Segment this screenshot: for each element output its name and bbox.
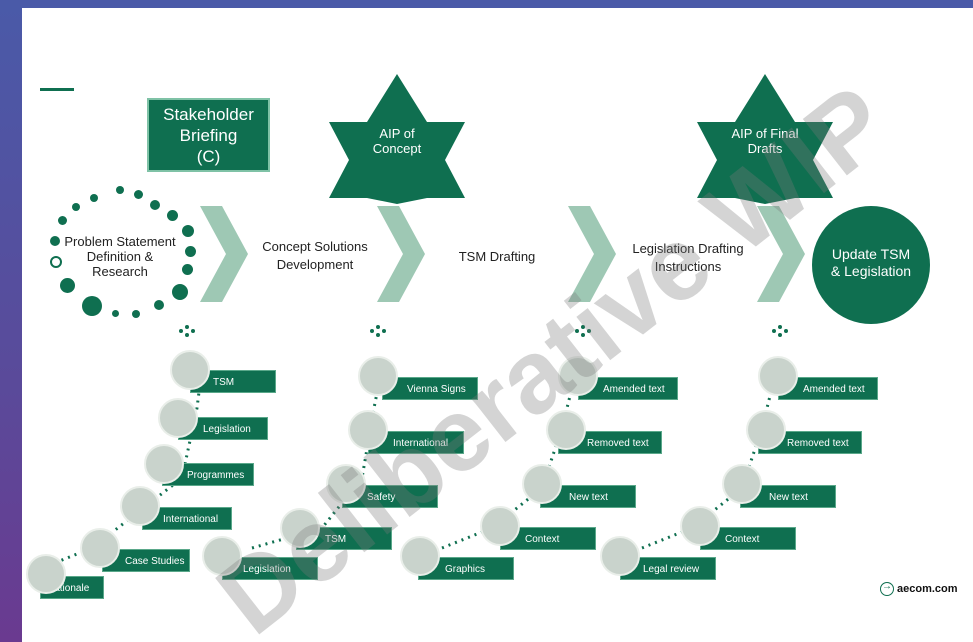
branch-research-node-4 [158, 398, 198, 438]
branch-research-node-1 [80, 528, 120, 568]
branch-research-tag-2: International [142, 507, 232, 530]
aecom-logo-icon [880, 581, 894, 596]
branch-legislation-tag-1: Context [700, 527, 796, 550]
aip-final-star-icon [697, 74, 833, 204]
aip-concept-line2: Concept [372, 141, 422, 156]
mini-dots-1-icon [177, 325, 197, 339]
mini-dots-2-icon [368, 325, 388, 339]
branch-legislation-tag-2: New text [740, 485, 836, 508]
problem-statement-line3: Research [92, 264, 148, 279]
update-line1: Update TSM [831, 246, 911, 262]
mini-dots-3-icon [573, 325, 593, 339]
chevron-4-icon [757, 206, 805, 302]
aip-final-line1: AIP of Final [731, 126, 799, 141]
branch-tsm-node-3 [546, 410, 586, 450]
branch-tsm-tag-0: Graphics [418, 557, 514, 580]
branch-research-node-2 [120, 486, 160, 526]
branch-legislation-node-4 [758, 356, 798, 396]
branch-tsm-tag-4: Amended text [578, 377, 678, 400]
chevron-1-icon [200, 206, 248, 302]
dotted-connectors [41, 367, 779, 570]
accent-line [40, 88, 74, 91]
aip-concept-line1: AIP of [379, 126, 415, 141]
problem-statement-text: Problem Statement Definition & Research [50, 234, 190, 279]
branch-legislation-node-2 [722, 464, 762, 504]
problem-statement-line1: Problem Statement [64, 234, 176, 249]
branch-concept-node-2 [326, 464, 366, 504]
phase-legislation-line2: Instructions [654, 259, 722, 274]
mini-dots-4-icon [770, 325, 790, 339]
phase-legislation-text: Legislation Drafting Instructions [618, 240, 758, 276]
aip-final-line2: Drafts [747, 141, 783, 156]
aip-final-label: AIP of Final Drafts [720, 126, 810, 156]
branch-research-node-3 [144, 444, 184, 484]
branch-tsm-node-2 [522, 464, 562, 504]
phase-concept-line1: Concept Solutions [262, 239, 368, 254]
aecom-logo: aecom.com [880, 581, 958, 596]
aip-concept-star-icon [329, 74, 465, 204]
branch-legislation-node-3 [746, 410, 786, 450]
branch-research-tag-3: Programmes [162, 463, 254, 486]
phase-tsm-drafting-label: TSM Drafting [458, 249, 536, 264]
branch-research-tag-1: Case Studies [102, 549, 190, 572]
phase-concept-line2: Development [276, 257, 354, 272]
branch-tsm-node-4 [558, 356, 598, 396]
stakeholder-briefing-line2: Briefing [179, 126, 238, 145]
stakeholder-briefing-line1: Stakeholder [163, 105, 254, 124]
update-tsm-circle: Update TSM & Legislation [812, 206, 930, 324]
branch-concept-tag-3: International [368, 431, 464, 454]
phase-tsm-drafting-text: TSM Drafting [447, 248, 547, 266]
branch-research-node-0 [26, 554, 66, 594]
branch-tsm-node-0 [400, 536, 440, 576]
aip-concept-label: AIP of Concept [352, 126, 442, 156]
branch-legislation-node-0 [600, 536, 640, 576]
update-line2: & Legislation [830, 263, 912, 279]
stakeholder-briefing-box: Stakeholder Briefing (C) [147, 98, 270, 172]
chevron-3-icon [568, 206, 616, 302]
problem-statement-line2: Definition & [86, 249, 154, 264]
branch-concept-node-0 [202, 536, 242, 576]
aecom-logo-text: aecom.com [897, 582, 958, 595]
branch-research-node-5 [170, 350, 210, 390]
stakeholder-briefing-line3: (C) [196, 147, 221, 166]
chevron-2-icon [377, 206, 425, 302]
phase-concept-text: Concept Solutions Development [250, 238, 380, 274]
phase-legislation-line1: Legislation Drafting [632, 241, 744, 256]
slide: Stakeholder Briefing (C) AIP of Concept … [22, 8, 973, 642]
branch-concept-node-4 [358, 356, 398, 396]
branch-concept-node-1 [280, 508, 320, 548]
branch-research-tag-4: Legislation [178, 417, 268, 440]
branch-concept-node-3 [348, 410, 388, 450]
branch-tsm-node-1 [480, 506, 520, 546]
branch-legislation-node-1 [680, 506, 720, 546]
